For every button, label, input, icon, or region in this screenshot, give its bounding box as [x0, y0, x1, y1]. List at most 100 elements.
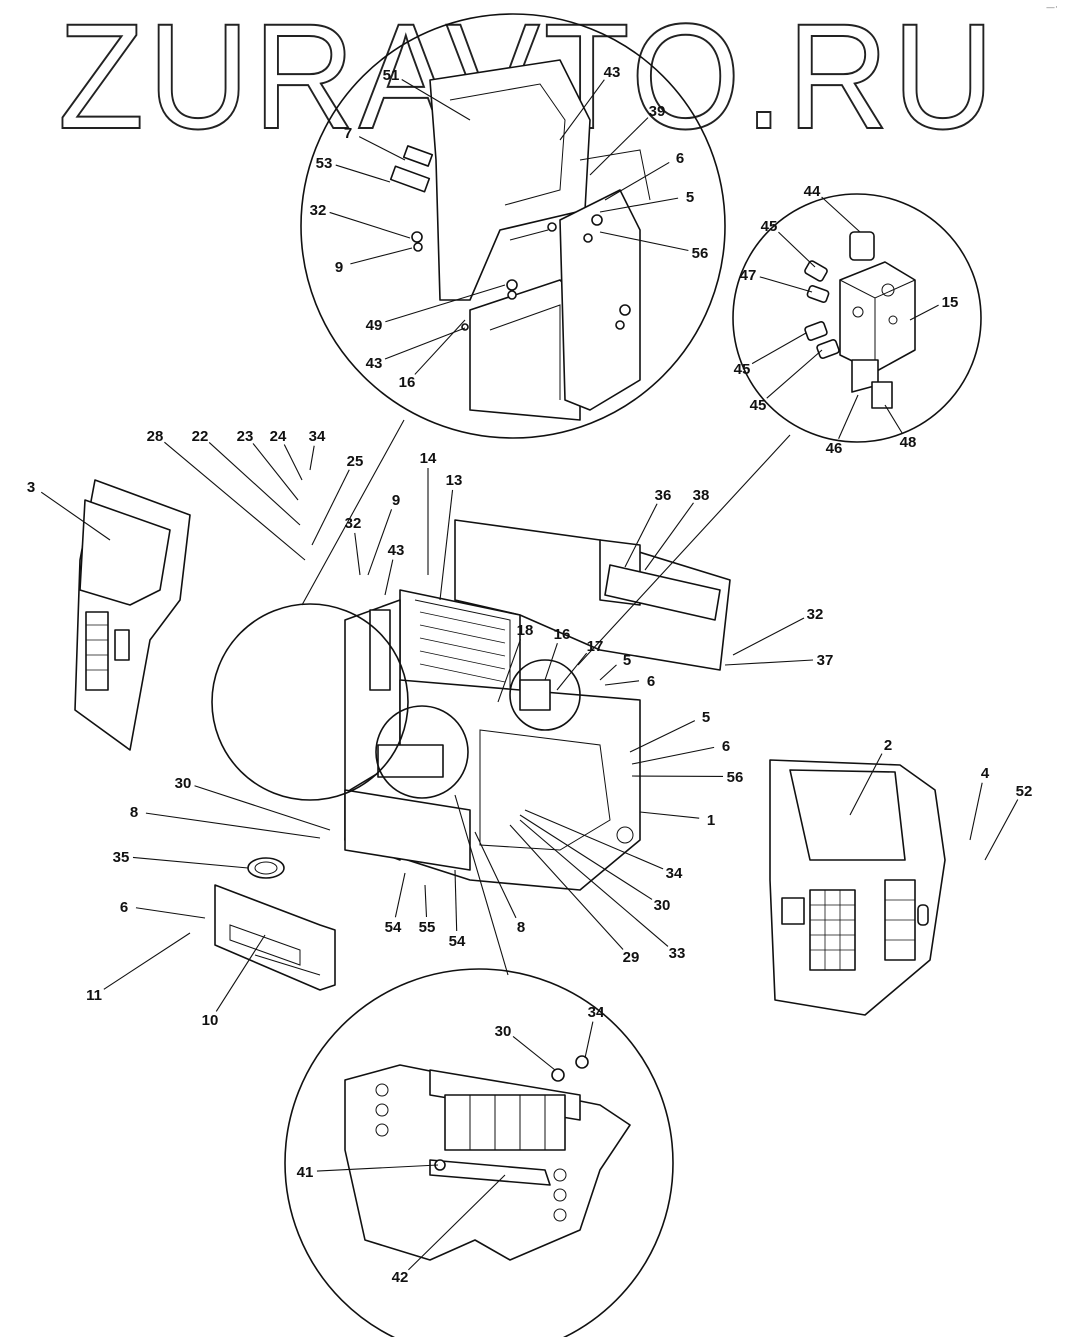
leader-34c: [584, 1021, 594, 1059]
callout-52: 52: [1016, 783, 1033, 800]
callout-15: 15: [942, 294, 959, 311]
callout-35: 35: [113, 849, 130, 866]
callout-33: 33: [669, 945, 686, 962]
callout-6c: 6: [722, 738, 730, 755]
leader-54b: [454, 869, 458, 932]
leader-1: [639, 811, 700, 819]
leader-7: [358, 136, 406, 161]
leader-5c: [629, 720, 696, 753]
leader-bottom-detail: [454, 794, 509, 976]
callout-5b: 5: [623, 652, 631, 669]
leader-38: [644, 502, 694, 571]
leader-32c: [732, 617, 805, 656]
leader-55: [424, 884, 428, 918]
leader-2: [849, 753, 883, 816]
access-panel-10: [214, 884, 336, 991]
leader-6d: [135, 907, 206, 919]
leader-43c: [384, 559, 394, 596]
leader-9a: [350, 247, 413, 265]
door-panel-left: [74, 479, 191, 751]
leader-44: [821, 196, 861, 233]
callout-34c: 34: [588, 1004, 605, 1021]
leader-45c: [766, 349, 823, 399]
corner-mark: —·: [1046, 3, 1058, 13]
callout-22: 22: [192, 428, 209, 445]
callout-7: 7: [344, 125, 352, 142]
callout-8a: 8: [130, 804, 138, 821]
leader-45a: [778, 231, 816, 268]
leader-56a: [599, 231, 689, 252]
detail-circle-bottom: [284, 968, 674, 1337]
callout-9b: 9: [392, 492, 400, 509]
callout-48: 48: [900, 434, 917, 451]
callout-28: 28: [147, 428, 164, 445]
callout-9a: 9: [335, 259, 343, 276]
leader-3: [40, 491, 111, 541]
leader-43b: [384, 327, 466, 360]
leader-46: [838, 394, 859, 439]
callout-32a: 32: [310, 202, 327, 219]
leader-29: [509, 824, 624, 950]
detail-circle-top: [300, 13, 726, 439]
callout-54a: 54: [385, 919, 402, 936]
leader-48: [884, 404, 903, 434]
leader-32a: [329, 211, 411, 239]
leader-6a: [604, 161, 670, 201]
cap-35-inner: [254, 861, 278, 875]
callout-18: 18: [517, 622, 534, 639]
callout-41: 41: [297, 1164, 314, 1181]
leader-36: [624, 503, 658, 568]
callout-46: 46: [826, 440, 843, 457]
callout-4: 4: [981, 765, 990, 782]
callout-6a: 6: [676, 150, 684, 167]
callout-56a: 56: [692, 245, 709, 262]
callout-6b: 6: [647, 673, 655, 690]
leader-39: [589, 117, 649, 176]
leader-47: [759, 276, 813, 293]
callout-32b: 32: [345, 515, 362, 532]
leader-45b: [751, 332, 807, 365]
leader-22: [208, 442, 301, 526]
callout-3: 3: [27, 479, 35, 496]
leader-30a: [194, 785, 331, 831]
leader-17: [556, 652, 588, 691]
callout-10: 10: [202, 1012, 219, 1029]
callout-17: 17: [587, 638, 604, 655]
callout-45a: 45: [761, 218, 778, 235]
callout-16b: 16: [554, 626, 571, 643]
leader-34a: [309, 445, 315, 471]
leader-4: [969, 782, 983, 841]
leader-41: [316, 1164, 439, 1172]
callout-16a: 16: [399, 374, 416, 391]
leader-25: [311, 469, 350, 546]
callout-55: 55: [419, 919, 436, 936]
callout-5a: 5: [686, 189, 694, 206]
callout-44: 44: [804, 183, 821, 200]
callout-38: 38: [693, 487, 710, 504]
leader-valve-detail: [577, 434, 791, 666]
callout-56b: 56: [727, 769, 744, 786]
detail-circle-small-valve: [509, 659, 581, 731]
leader-34b: [524, 809, 664, 870]
cab-body: [344, 519, 731, 891]
leader-10: [215, 934, 266, 1012]
callout-1: 1: [707, 812, 715, 829]
callout-30b: 30: [654, 897, 671, 914]
leader-52: [984, 799, 1019, 861]
callout-5c: 5: [702, 709, 710, 726]
callout-45c: 45: [750, 397, 767, 414]
leader-13: [439, 489, 454, 601]
callout-30a: 30: [175, 775, 192, 792]
leader-9b: [367, 509, 393, 576]
cap-35: [247, 857, 285, 879]
callout-42: 42: [392, 1269, 409, 1286]
leader-15: [909, 304, 939, 321]
callout-8b: 8: [517, 919, 525, 936]
leader-28: [164, 441, 306, 561]
callout-11: 11: [86, 987, 102, 1004]
detail-circle-left: [211, 603, 409, 801]
leader-49: [385, 284, 506, 323]
leader-lines: [40, 79, 1019, 1271]
callout-14: 14: [420, 450, 437, 467]
